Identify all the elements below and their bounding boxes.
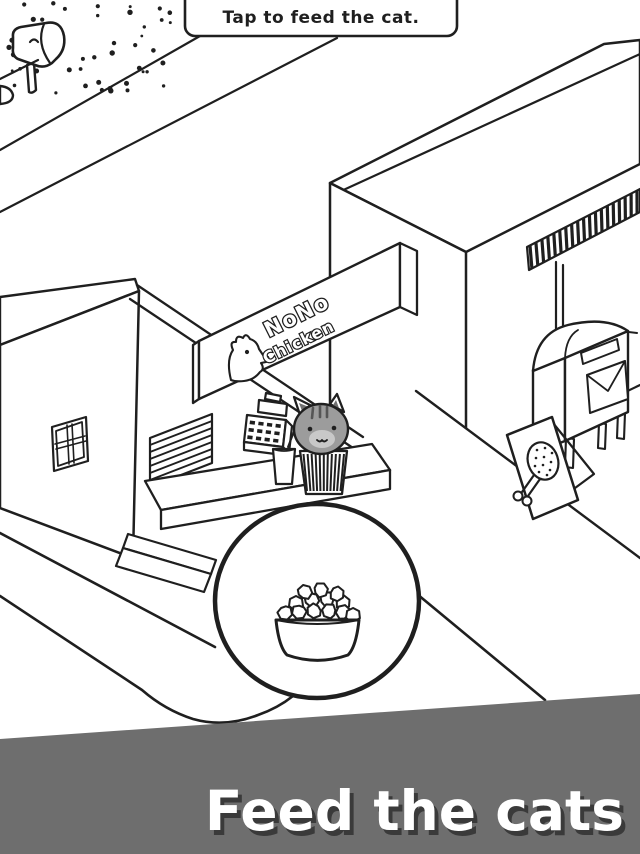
banner-title: Feed the cats [205,779,624,843]
chicken-icon [227,334,270,383]
awning-icon [525,187,640,272]
speckles-decoration [6,1,173,95]
mail-slot [580,338,620,365]
cat-muzzle [309,430,335,448]
envelope-icon [586,360,629,414]
banner-background [0,694,640,854]
shop-base-step [114,532,218,594]
tooltip-text: Tap to feed the cat. [222,8,419,28]
title-banner: Feed the cats Feed the cats [0,694,640,854]
background-lines [0,34,339,214]
food-bowl-highlight[interactable] [212,501,422,701]
chicken-shop-building [0,277,365,594]
cat-eye-left [307,426,313,432]
tooltip-bubble: Tap to feed the cat. [183,0,459,38]
food-bowl-icon [274,582,361,662]
drumstick-icon [512,441,560,507]
drink-cup-icon [271,428,297,486]
cat-mouth [316,439,328,443]
cat-head [292,402,350,456]
cat[interactable] [292,392,350,496]
grill-vent-icon [148,412,214,489]
mini-mailbox-icon [0,21,66,106]
shop-window-icon [50,415,90,473]
cash-register-icon [242,391,294,457]
cat-eye-right [331,425,337,431]
banner-title-shadow: Feed the cats [209,784,628,848]
cat-stripes [310,404,329,420]
sandwich-board [505,415,596,521]
street-curb [0,531,547,724]
